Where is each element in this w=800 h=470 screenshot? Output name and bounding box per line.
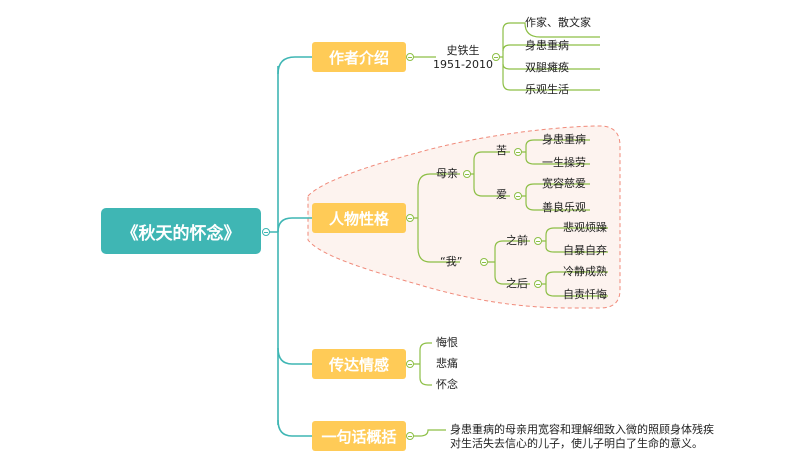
summary-line-1: 身患重病的母亲用宽容和理解细致入微的照顾身体残疾 <box>450 423 714 436</box>
root-topic[interactable]: 《秋天的怀念》 <box>101 208 261 254</box>
mother-ku-label: 苦 <box>496 144 507 157</box>
collapse-ai-icon[interactable] <box>514 192 522 200</box>
ai-item-1: 宽容慈爱 <box>542 177 586 190</box>
highlight-region <box>307 125 621 309</box>
after-item-1: 冷静成熟 <box>563 265 607 278</box>
collapse-summary-icon[interactable] <box>406 432 414 440</box>
me-label: “我” <box>440 255 463 268</box>
before-item-1: 悲观烦躁 <box>563 221 607 234</box>
me-before-label: 之前 <box>506 234 528 247</box>
collapse-author-details-icon[interactable] <box>492 53 500 61</box>
collapse-after-icon[interactable] <box>534 280 542 288</box>
collapse-author-icon[interactable] <box>406 53 414 61</box>
branch-emotions[interactable]: 传达情感 <box>312 349 406 379</box>
collapse-characters-icon[interactable] <box>406 214 414 222</box>
mother-label: 母亲 <box>436 167 458 180</box>
ku-item-1: 身患重病 <box>542 133 586 146</box>
branch-summary[interactable]: 一句话概括 <box>312 421 406 451</box>
collapse-ku-icon[interactable] <box>514 148 522 156</box>
author-item-1: 作家、散文家 <box>525 16 591 29</box>
mother-ai-label: 爱 <box>496 188 507 201</box>
branch-author[interactable]: 作者介绍 <box>312 42 406 72</box>
summary-line-2: 对生活失去信心的儿子，使儿子明白了生命的意义。 <box>450 437 703 450</box>
emotion-item-3: 怀念 <box>436 378 458 391</box>
after-item-2: 自责忏悔 <box>563 288 607 301</box>
collapse-me-icon[interactable] <box>480 258 488 266</box>
author-years: 1951-2010 <box>433 58 493 71</box>
author-item-2: 身患重病 <box>525 39 569 52</box>
emotion-item-1: 悔恨 <box>436 336 458 349</box>
collapse-emotions-icon[interactable] <box>406 360 414 368</box>
collapse-before-icon[interactable] <box>534 237 542 245</box>
author-item-3: 双腿瘫痪 <box>525 61 569 74</box>
branch-characters[interactable]: 人物性格 <box>312 203 406 233</box>
me-after-label: 之后 <box>506 277 528 290</box>
before-item-2: 自暴自弃 <box>563 244 607 257</box>
ai-item-2: 善良乐观 <box>542 201 586 214</box>
emotion-item-2: 悲痛 <box>436 357 458 370</box>
collapse-root-icon[interactable] <box>262 228 270 236</box>
collapse-mother-icon[interactable] <box>463 170 471 178</box>
author-item-4: 乐观生活 <box>525 83 569 96</box>
ku-item-2: 一生操劳 <box>542 156 586 169</box>
author-name: 史铁生 <box>446 44 480 57</box>
